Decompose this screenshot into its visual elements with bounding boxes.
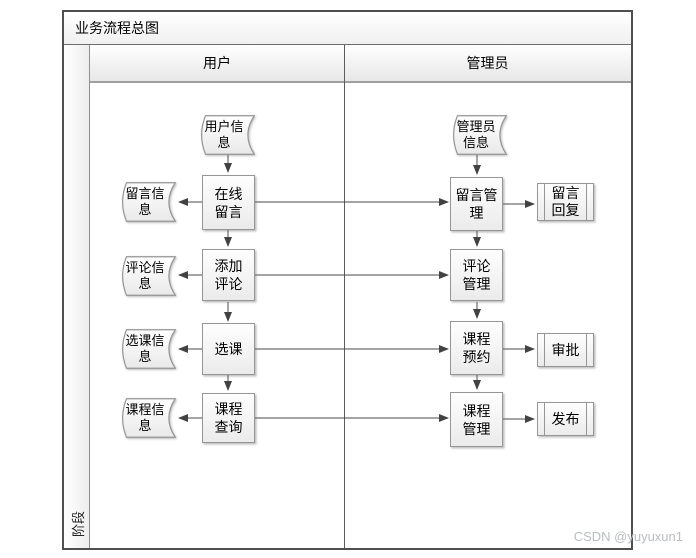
process-add-comment: 添加 评论 — [202, 249, 255, 301]
flow-arrows — [178, 154, 535, 423]
lane-divider — [344, 45, 345, 548]
lane-header-user-label: 用户 — [203, 55, 231, 71]
process-course-query: 课程 查询 — [202, 393, 255, 443]
process-course-reserve: 课程 预约 — [450, 321, 503, 375]
datastore-admin-info: 管理员 信息 — [449, 115, 508, 155]
datastore-user-info-label: 用户信 息 — [204, 119, 244, 150]
phase-strip: 阶段 — [64, 45, 90, 548]
process-comment-mgmt: 评论 管理 — [450, 249, 503, 301]
datastore-user-info: 用户信 息 — [197, 115, 256, 155]
stored-data-shape — [201, 115, 256, 155]
datastore-course-select-info-label: 选课信 息 — [125, 333, 165, 364]
stored-data-shape — [122, 329, 177, 369]
subprocess-approve: 审批 — [537, 333, 594, 367]
subprocess-publish: 发布 — [537, 402, 594, 436]
process-online-message-label: 在线 留言 — [214, 185, 243, 220]
stored-data-shape — [122, 398, 177, 438]
datastore-comment-info-label: 评论信 息 — [125, 260, 165, 291]
subprocess-message-reply-label: 留言 回复 — [551, 185, 580, 218]
process-course-query-label: 课程 查询 — [214, 401, 243, 435]
lane-header-admin: 管理员 — [344, 45, 631, 83]
lane-header-user: 用户 — [90, 45, 344, 83]
diagram-title: 业务流程总图 — [75, 20, 159, 36]
subprocess-approve-label: 审批 — [551, 341, 580, 358]
process-online-message: 在线 留言 — [202, 175, 255, 230]
subprocess-message-reply: 留言 回复 — [537, 183, 594, 221]
datastore-course-select-info: 选课信 息 — [118, 329, 177, 369]
datastore-comment-info: 评论信 息 — [118, 256, 177, 296]
process-course-mgmt-label: 课程 管理 — [462, 402, 491, 437]
subprocess-publish-label: 发布 — [551, 410, 580, 427]
lane-header-admin-label: 管理员 — [466, 55, 509, 71]
datastore-course-info: 课程信 息 — [118, 398, 177, 438]
process-message-mgmt: 留言管 理 — [450, 177, 503, 231]
process-select-course: 选课 — [202, 323, 255, 375]
process-add-comment-label: 添加 评论 — [214, 258, 243, 292]
stored-data-shape — [122, 182, 177, 222]
diagram-frame: 业务流程总图 阶段 用户 管理员 — [62, 10, 633, 550]
process-comment-mgmt-label: 评论 管理 — [462, 258, 491, 292]
datastore-message-info: 留言信 息 — [118, 182, 177, 222]
stored-data-shape — [453, 115, 508, 155]
datastore-message-info-label: 留言信 息 — [125, 186, 165, 217]
process-course-mgmt: 课程 管理 — [450, 392, 503, 447]
process-course-reserve-label: 课程 预约 — [462, 331, 491, 365]
watermark: CSDN @yuyuxun1 — [573, 529, 683, 544]
diagram-title-bar: 业务流程总图 — [64, 12, 631, 45]
datastore-admin-info-label: 管理员 信息 — [456, 119, 496, 150]
process-select-course-label: 选课 — [214, 341, 243, 357]
datastore-course-info-label: 课程信 息 — [125, 402, 165, 433]
stored-data-shape — [122, 256, 177, 296]
process-message-mgmt-label: 留言管 理 — [455, 187, 498, 221]
